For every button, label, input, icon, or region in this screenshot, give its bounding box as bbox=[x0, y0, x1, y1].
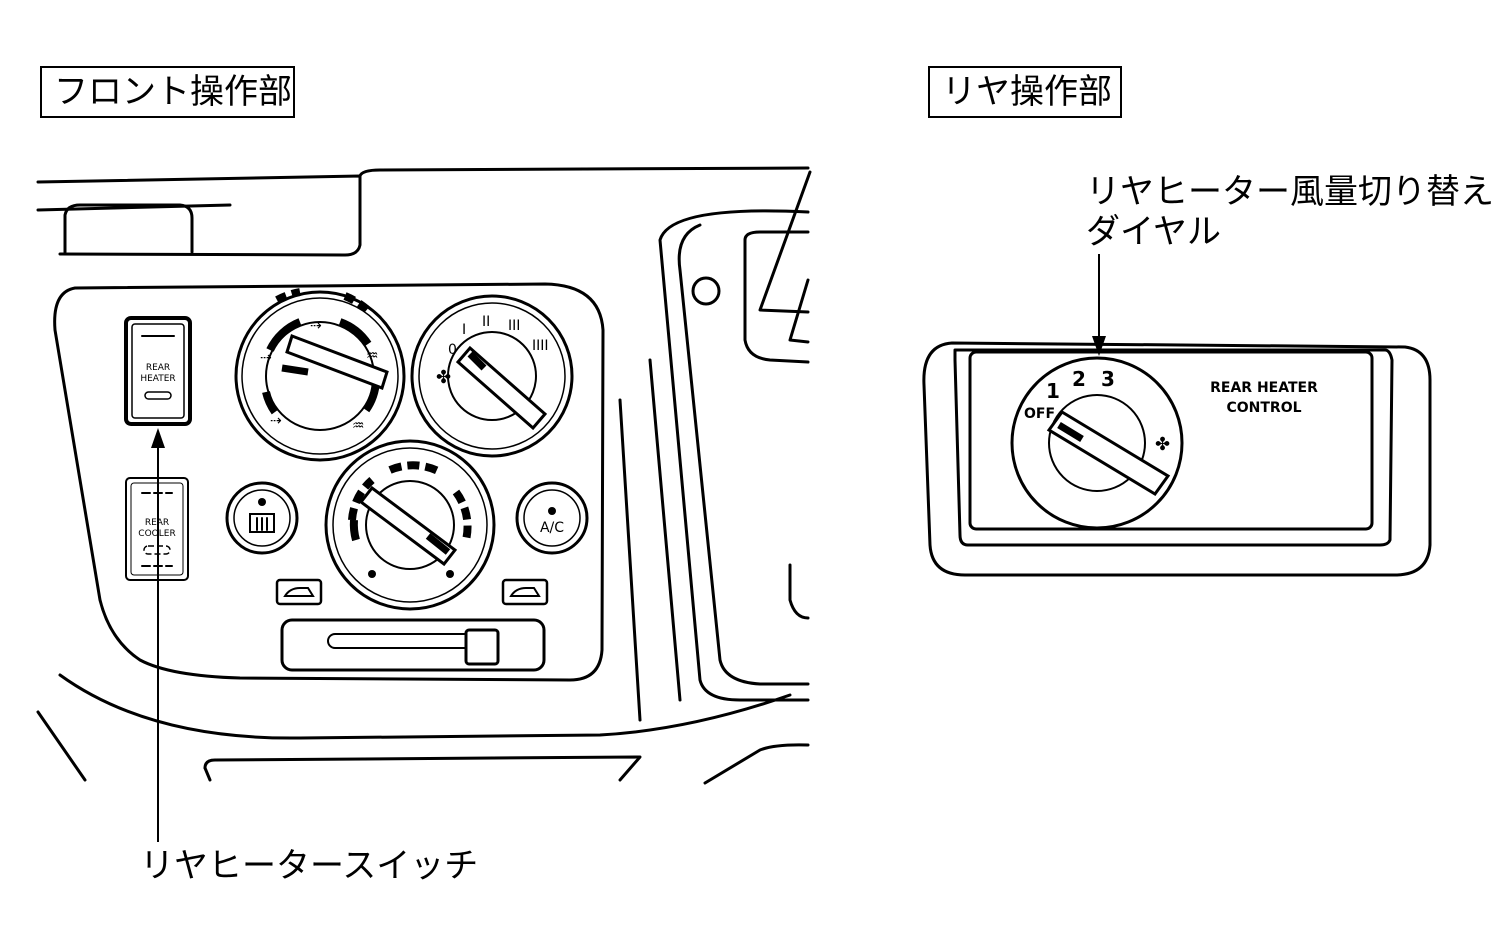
rear-dial-position-2: 2 bbox=[1072, 367, 1086, 391]
rear-heater-switch[interactable]: REAR HEATER bbox=[124, 316, 192, 426]
rear-section-label: リヤ操作部 bbox=[928, 66, 1122, 118]
mode-dial[interactable]: ⇢ ⇢ ⇢ ♒ ♒ bbox=[234, 288, 406, 462]
car-icon bbox=[283, 587, 315, 597]
intake-lever[interactable] bbox=[280, 618, 546, 672]
temperature-dial[interactable] bbox=[324, 439, 496, 611]
fan-position-0: 0 bbox=[448, 342, 457, 358]
rear-dial-position-1: 1 bbox=[1046, 379, 1060, 403]
indicator-lamp-icon bbox=[144, 391, 172, 400]
fan-position-1: I bbox=[462, 322, 466, 338]
front-dashboard bbox=[36, 166, 812, 785]
intake-lever-knob[interactable] bbox=[464, 628, 500, 666]
heater-switch-label-line2: HEATER bbox=[140, 374, 175, 384]
rear-heater-switch-arrow bbox=[151, 428, 165, 842]
recirculation-indicator bbox=[501, 578, 549, 606]
fan-position-3: III bbox=[508, 318, 520, 334]
rear-fan-dial-arrow bbox=[1092, 254, 1106, 356]
fan-position-2: II bbox=[482, 314, 490, 330]
defrost-icon: ♒ bbox=[352, 418, 365, 434]
rear-dial-position-3: 3 bbox=[1101, 367, 1115, 391]
car-recirculation-icon bbox=[509, 587, 541, 597]
ac-button-label: A/C bbox=[540, 520, 564, 536]
rear-defrost-button[interactable] bbox=[225, 481, 299, 555]
face-vent-icon: ⇢ bbox=[260, 350, 272, 366]
front-section-label: フロント操作部 bbox=[40, 66, 295, 118]
bilevel-icon: ⇢ bbox=[310, 318, 322, 334]
heater-switch-label-line1: REAR bbox=[146, 363, 170, 373]
rear-fan-icon: ✤ bbox=[1155, 434, 1170, 455]
rear-fan-dial[interactable]: ✤ OFF 1 2 3 bbox=[1010, 356, 1184, 530]
rear-panel-title-line2: CONTROL bbox=[1226, 400, 1301, 416]
rear-fan-dial-callout-line1: リヤヒーター風量切り替え bbox=[1086, 172, 1494, 212]
rear-defrost-icon bbox=[249, 513, 275, 533]
foot-defrost-icon: ♒ bbox=[366, 348, 379, 364]
fan-icon: ✤ bbox=[436, 367, 451, 388]
fan-speed-dial[interactable]: ✤ 0 I II III IIII bbox=[410, 294, 574, 458]
rear-dial-position-off: OFF bbox=[1024, 406, 1055, 422]
fan-position-4: IIII bbox=[532, 338, 549, 354]
fresh-air-indicator bbox=[275, 578, 323, 606]
foot-vent-icon: ⇢ bbox=[270, 413, 282, 429]
rear-fan-dial-callout-line2: ダイヤル bbox=[1086, 212, 1221, 252]
rear-heater-switch-callout: リヤヒータースイッチ bbox=[140, 846, 479, 886]
ac-button[interactable]: A/C bbox=[515, 481, 589, 555]
rear-panel-title-line1: REAR HEATER bbox=[1210, 380, 1318, 396]
